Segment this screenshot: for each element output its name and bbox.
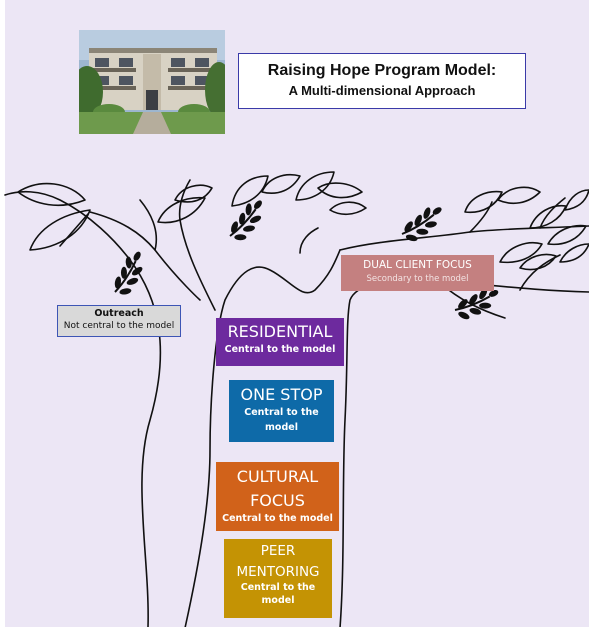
building-photo: [79, 30, 225, 134]
peer-sublabel-line-2: model: [261, 595, 295, 607]
dual-client-label: DUAL CLIENT FOCUS: [363, 259, 472, 271]
one-stop-sublabel-line-1: Central to the: [244, 407, 319, 419]
peer-sublabel-line-1: Central to the: [240, 582, 316, 594]
title-line-2: A Multi-dimensional Approach: [288, 83, 476, 98]
residential-label: RESIDENTIAL: [227, 322, 333, 341]
residential-box: RESIDENTIAL Central to the model: [216, 318, 344, 366]
cultural-sublabel: Central to the model: [222, 512, 333, 524]
apartment-building-image: [79, 30, 225, 134]
one-stop-sublabel-line-2: model: [265, 421, 298, 433]
one-stop-label: ONE STOP: [240, 385, 323, 404]
outreach-box: Outreach Not central to the model: [57, 305, 181, 337]
peer-label-line-2: MENTORING: [236, 563, 320, 580]
title-line-1: Raising Hope Program Model:: [267, 62, 497, 79]
dual-client-focus-box: DUAL CLIENT FOCUS Secondary to the model: [341, 255, 494, 291]
cultural-focus-box: CULTURAL FOCUS Central to the model: [216, 462, 339, 531]
cultural-label-line-1: CULTURAL: [236, 467, 319, 486]
peer-mentoring-box: PEER MENTORING Central to the model: [224, 539, 332, 618]
diagram-title-box: Raising Hope Program Model: A Multi-dime…: [238, 53, 526, 109]
dual-client-sublabel: Secondary to the model: [366, 274, 469, 285]
peer-label-line-1: PEER: [260, 543, 296, 559]
outreach-label: Outreach: [94, 308, 144, 319]
cultural-label-line-2: FOCUS: [250, 491, 305, 511]
outreach-sublabel: Not central to the model: [63, 320, 175, 331]
residential-sublabel: Central to the model: [224, 344, 336, 356]
one-stop-box: ONE STOP Central to the model: [229, 380, 334, 442]
